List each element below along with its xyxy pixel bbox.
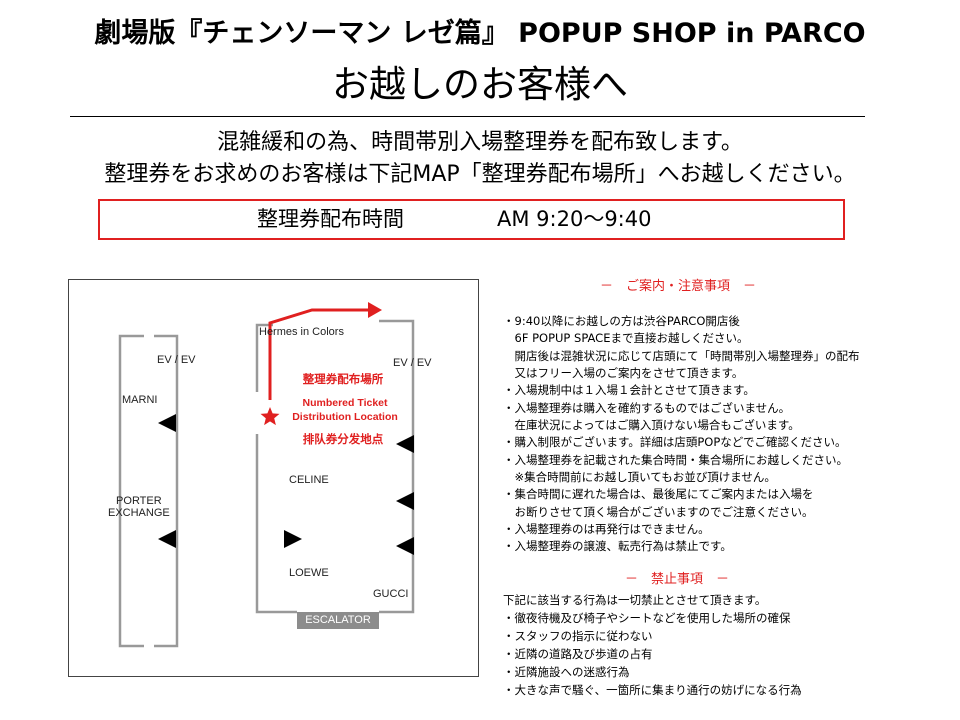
map-wall-center-lower — [255, 434, 297, 614]
entrance-arrow-center — [284, 530, 302, 548]
notes-line: ※集合時間前にお越し頂いてもお並び頂けません。 — [503, 470, 776, 484]
prohibited-line: ・近隣施設への迷惑行為 — [503, 665, 630, 679]
shop-label-celine: CELINE — [289, 474, 329, 486]
entrance-arrow-marni — [158, 414, 176, 432]
entrance-arrow-right-mid — [396, 492, 414, 510]
notes-line: ・集合時間に遅れた場合は、最後尾にてご案内または入場を — [503, 487, 814, 501]
distribution-location-zh: 排队券分发地点 — [302, 432, 384, 446]
notes-line: 開店後は混雑状況に応じて店頭にて「時間帯別入場整理券」の配布 — [503, 349, 860, 363]
notes-line: 在庫状況によってはご購入頂けない場合もございます。 — [503, 418, 800, 432]
notes-line: ・入場規制中は１入場１会計とさせて頂きます。 — [503, 383, 755, 397]
route-arrowhead — [368, 302, 382, 318]
notes-line: お断りさせて頂く場合がございますのでご注意ください。 — [503, 505, 814, 519]
shop-label-marni: MARNI — [122, 394, 158, 406]
route-line — [268, 308, 368, 400]
notes-line: 又はフリー入場のご案内をさせて頂きます。 — [503, 366, 744, 380]
shop-label-gucci: GUCCI — [373, 588, 409, 600]
page-title: 劇場版『チェンソーマン レゼ篇』 POPUP SHOP in PARCO — [94, 18, 866, 49]
elevator-label-right: EV / EV — [393, 357, 432, 369]
distribution-star-icon — [260, 407, 280, 426]
shop-label-hermes: Hermes in Colors — [259, 326, 344, 338]
notes-line: ・入場整理券を記載された集合時間・集合場所にお越しください。 — [503, 453, 848, 467]
notes-line: ・入場整理券のは再発行はできません。 — [503, 522, 710, 536]
distribution-time-label: 整理券配布時間 — [257, 207, 404, 231]
map-wall-center — [255, 323, 273, 392]
shop-label-loewe: LOEWE — [289, 567, 329, 579]
distribution-location-en: Numbered Ticket Distribution Location — [292, 397, 398, 423]
entrance-arrow-right-low — [396, 537, 414, 555]
prohibited-line: 下記に該当する行為は一切禁止とさせて頂きます。 — [503, 593, 767, 607]
map-wall-right — [379, 319, 415, 614]
shop-label-porter: PORTER EXCHANGE — [108, 495, 170, 519]
prohibited-line: ・徹夜待機及び椅子やシートなどを使用した場所の確保 — [503, 611, 791, 625]
notes-line: ・9:40以降にお越しの方は渋谷PARCO開店後 — [503, 314, 740, 328]
notes-line: ・入場整理券は購入を確約するものではございません。 — [503, 401, 791, 415]
prohibited-line: ・大きな声で騒ぐ、一箇所に集まり通行の妨げになる行為 — [503, 683, 802, 697]
notes-line: ・購入制限がございます。詳細は店頭POPなどでご確認ください。 — [503, 435, 847, 449]
prohibited-line: ・近隣の道路及び歩道の占有 — [503, 647, 653, 661]
notes-line: ・入場整理券の譲渡、転売行為は禁止です。 — [503, 539, 732, 553]
distribution-time-box — [98, 199, 845, 240]
elevator-label-left: EV / EV — [157, 354, 196, 366]
distribution-location-ja: 整理券配布場所 — [302, 372, 384, 386]
entrance-arrow-porter — [158, 530, 176, 548]
notice-line-2: 整理券をお求めのお客様は下記MAP「整理券配布場所」へお越しください。 — [104, 162, 856, 187]
map-wall-left-inner — [154, 334, 179, 648]
distribution-time-value: AM 9:20～9:40 — [497, 207, 652, 231]
map-wall-left — [118, 334, 144, 648]
floor-map — [68, 279, 479, 677]
prohibited-line: ・スタッフの指示に従わない — [503, 629, 653, 643]
escalator-label: ESCALATOR — [297, 612, 379, 629]
prohibited-heading: － 禁止事項 － — [625, 572, 730, 587]
title-divider — [70, 116, 865, 117]
notes-line: 6F POPUP SPACEまで直接お越しください。 — [503, 331, 749, 345]
entrance-arrow-right-top — [396, 435, 414, 453]
page-subtitle: お越しのお客様へ — [332, 63, 628, 106]
notice-line-1: 混雑緩和の為、時間帯別入場整理券を配布致します。 — [217, 130, 743, 155]
notes-heading: － ご案内・注意事項 － — [600, 279, 757, 294]
